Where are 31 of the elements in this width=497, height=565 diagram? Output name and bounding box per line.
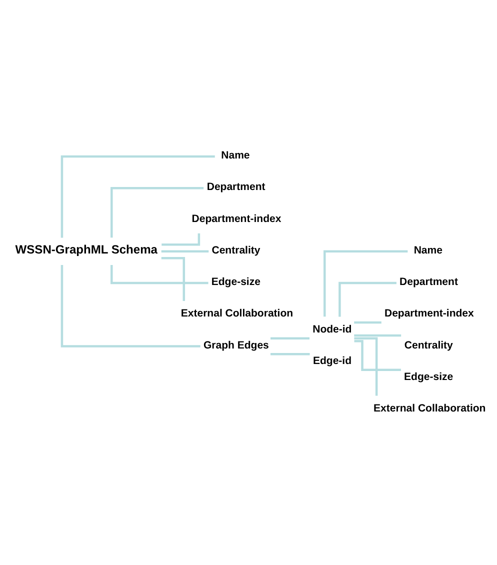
connector xyxy=(60,264,200,347)
node-text: Edge-size xyxy=(404,370,453,382)
connector xyxy=(60,154,214,238)
node-text: Department-index xyxy=(384,307,474,320)
node-text: Department xyxy=(206,180,265,193)
connector xyxy=(160,256,185,300)
connector xyxy=(323,250,408,316)
node-text: Graph Edges xyxy=(202,338,268,351)
connector xyxy=(354,320,381,324)
connector xyxy=(354,334,401,336)
node-text: WSSN-GraphML Schema xyxy=(14,242,157,256)
connector xyxy=(270,352,310,355)
connector xyxy=(110,264,208,284)
node-text: Centrality xyxy=(211,244,260,256)
node-text: Node-id xyxy=(312,322,352,335)
node-text: Department-index xyxy=(191,212,281,224)
node-text: Department xyxy=(399,276,458,288)
node-text: External Collaboration xyxy=(373,402,486,414)
connector xyxy=(161,232,200,246)
node-text: Centrality xyxy=(404,338,452,351)
node-text: Name xyxy=(413,244,442,256)
node-text: Edge-id xyxy=(312,354,352,367)
connector xyxy=(354,340,400,371)
connector xyxy=(338,281,396,316)
node-text: External Collaboration xyxy=(180,307,293,320)
connector xyxy=(354,336,378,396)
connector xyxy=(160,250,208,252)
node-text: Edge-size xyxy=(210,276,260,288)
connector xyxy=(110,186,204,238)
connector xyxy=(270,336,309,339)
node-text: Name xyxy=(220,149,250,162)
